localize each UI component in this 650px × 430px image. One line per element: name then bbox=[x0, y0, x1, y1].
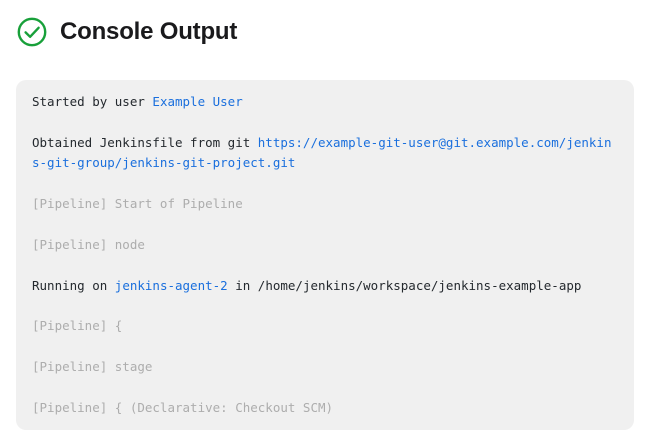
log-link[interactable]: Example User bbox=[152, 94, 243, 109]
log-line-obtained-jenkinsfile: Obtained Jenkinsfile from git https://ex… bbox=[32, 133, 618, 174]
log-line-started-by-user: Started by user Example User bbox=[32, 92, 618, 112]
log-text: [Pipeline] node bbox=[32, 236, 145, 252]
log-text: Running on bbox=[32, 277, 115, 293]
log-link[interactable]: https://example-git-user@git.example.com… bbox=[32, 134, 612, 171]
log-text: [Pipeline] { (Declarative: Checkout SCM) bbox=[32, 400, 334, 416]
console-output-panel[interactable]: Started by user Example User Obtained Je… bbox=[16, 80, 634, 430]
log-text: Obtained Jenkinsfile from git bbox=[32, 134, 258, 150]
log-line-pipeline-start-of-pipeline: [Pipeline] Start of Pipeline bbox=[32, 194, 618, 214]
log-text: [Pipeline] stage bbox=[32, 359, 153, 375]
page-title: Console Output bbox=[60, 18, 238, 45]
log-line-pipeline-declarative-checkout-scm: [Pipeline] { (Declarative: Checkout SCM) bbox=[32, 398, 618, 418]
log-text: in /home/jenkins/workspace/jenkins-examp… bbox=[227, 277, 582, 293]
log-text: [Pipeline] Start of Pipeline bbox=[32, 196, 243, 212]
log-text: [Pipeline] { bbox=[32, 318, 123, 334]
console-log: Started by user Example User Obtained Je… bbox=[32, 92, 618, 430]
check-circle-icon bbox=[16, 16, 48, 48]
log-line-pipeline-stage: [Pipeline] stage bbox=[32, 357, 618, 377]
log-link[interactable]: jenkins-agent-2 bbox=[114, 277, 228, 293]
log-line-running-on-agent: Running on jenkins-agent-2 in /home/jenk… bbox=[32, 276, 618, 296]
page-header: Console Output bbox=[0, 0, 650, 50]
log-line-pipeline-node: [Pipeline] node bbox=[32, 235, 618, 255]
log-text: Started by user bbox=[32, 94, 153, 109]
log-line-pipeline-open-brace: [Pipeline] { bbox=[32, 316, 618, 336]
